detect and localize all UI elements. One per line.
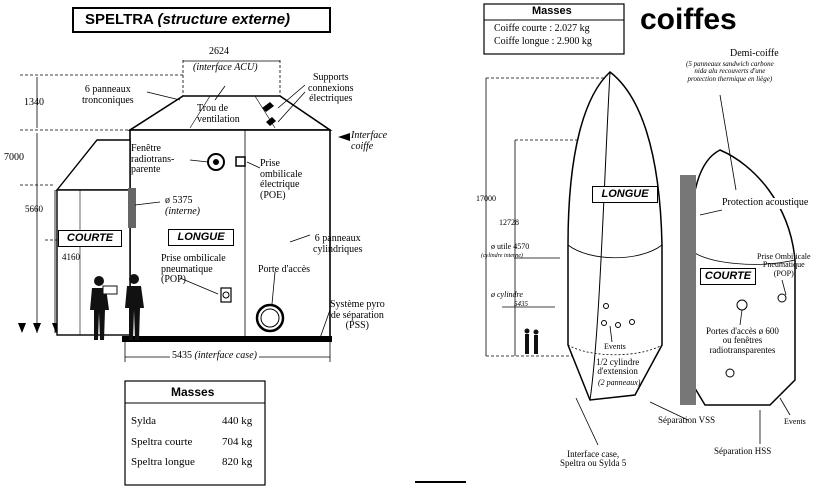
demi-coiffe-desc: (5 panneaux sandwich carbone nida alu re… — [686, 60, 774, 83]
courte-hatching — [128, 188, 136, 228]
separation-hss: Séparation HSS — [714, 446, 772, 456]
cylindre-interne: (cylindre interne) — [481, 253, 523, 259]
systeme-pss: Système pyro de séparation (PSS) — [330, 299, 385, 331]
dim-17000: 17000 — [476, 194, 496, 203]
speltra-title: SPELTRA (structure externe) — [85, 12, 290, 28]
panneaux-tronconiques: 6 panneaux tronconiques — [82, 84, 134, 106]
portes-acces: Portes d'accès ø 600 ou fenêtres radiotr… — [706, 326, 779, 355]
ground-arrows — [18, 323, 60, 333]
speltra-masses-frame — [124, 380, 266, 486]
acoustic-protection-hatching — [680, 175, 696, 405]
coiffe-longue-shell — [567, 71, 663, 401]
supports-connexions: Supports connexions électriques — [308, 72, 354, 104]
demi-cylindre: 1/2 cylindre d'extension — [596, 357, 640, 377]
label-longue: LONGUE — [168, 229, 234, 246]
coiffe-pop: Prise Ombilicale Pneumatique (POP) — [757, 252, 811, 278]
coiffe-label-longue: LONGUE — [592, 186, 658, 203]
mass-value-sylda: 440 kg — [222, 415, 253, 427]
demi-coiffe: Demi-coiffe — [730, 48, 779, 59]
dim-5435-label: 5435 (interface case) — [170, 350, 259, 362]
diam-interne: (interne) — [165, 206, 200, 217]
interface-coiffe-arrow — [338, 133, 350, 141]
diam-5375: ø 5375 — [165, 195, 193, 206]
base-ring — [122, 336, 332, 342]
coiffe-callouts — [575, 94, 791, 446]
trou-ventilation: Trou de ventilation — [197, 103, 240, 125]
events-right: Events — [784, 417, 806, 426]
speltra-title-frame — [72, 7, 331, 33]
people-silhouettes — [90, 274, 144, 340]
label-courte: COURTE — [58, 230, 122, 247]
events-left: Events — [604, 342, 626, 351]
coiffe-masses-frame — [483, 3, 625, 55]
mass-value-longue: 820 kg — [222, 456, 253, 468]
speltra-courte-body — [55, 139, 131, 336]
deux-panneaux: (2 panneaux) — [598, 378, 641, 387]
fenetre-radiotransparente: Fenêtre radiotrans- parente — [131, 143, 175, 175]
small-people — [524, 328, 539, 354]
mass-value-courte: 704 kg — [222, 436, 253, 448]
porte-acces: Porte d'accès — [258, 264, 311, 275]
panneaux-cylindriques: 6 panneaux cylindriques — [313, 233, 363, 255]
dim-1340: 1340 — [24, 97, 44, 108]
callout-lines — [134, 84, 331, 339]
coiffe-label-courte: COURTE — [700, 268, 756, 285]
dim-7000: 7000 — [4, 152, 24, 163]
coiffe-courte-mass: Coiffe courte : 2.027 kg — [494, 23, 590, 34]
speltra-subtitle: (structure externe) — [157, 11, 291, 28]
speltra-longue-body — [127, 95, 333, 341]
mass-name-courte: Speltra courte — [131, 436, 193, 448]
pop-icon — [220, 287, 232, 303]
mass-name-longue: Speltra longue — [131, 456, 195, 468]
prise-pop: Prise ombilicale pneumatique (POP) — [161, 253, 226, 285]
interface-case-left: (interface case) — [194, 350, 257, 361]
poe-icon — [235, 156, 246, 167]
protection-acoustique: Protection acoustique — [722, 197, 809, 209]
dim-12728: 12728 — [499, 218, 519, 227]
interface-acu: (interface ACU) — [193, 62, 258, 73]
dim-4160: 4160 — [62, 252, 80, 262]
speltra-title-text: SPELTRA — [85, 11, 154, 28]
dim-5660: 5660 — [25, 204, 43, 214]
dimension-height — [20, 133, 60, 333]
dim-5435: 5435 — [172, 350, 192, 361]
coiffe-masses-title: Masses — [532, 5, 572, 17]
prise-poe: Prise ombilicale électrique (POE) — [260, 158, 303, 201]
supports-icon — [262, 102, 274, 112]
dim-2624: 2624 — [209, 46, 229, 57]
coiffe-longue-mass: Coiffe longue : 2.900 kg — [494, 36, 592, 47]
speltra-masses-title: Masses — [171, 385, 215, 399]
dimension-2624 — [182, 60, 281, 130]
separation-vss: Séparation VSS — [658, 415, 716, 425]
longue-events — [601, 303, 635, 328]
diam-cylindre: ø cylindre — [491, 290, 523, 299]
diam-cylindre-value: 5435 — [514, 300, 528, 308]
interface-case-right: Interface case, Speltra ou Sylda 5 — [560, 449, 627, 469]
coiffes-title: coiffes — [640, 3, 737, 36]
interface-coiffe: Interface coiffe — [351, 130, 388, 152]
diam-utile-4570: ø utile 4570 — [491, 242, 530, 251]
mass-name-sylda: Sylda — [131, 415, 157, 427]
